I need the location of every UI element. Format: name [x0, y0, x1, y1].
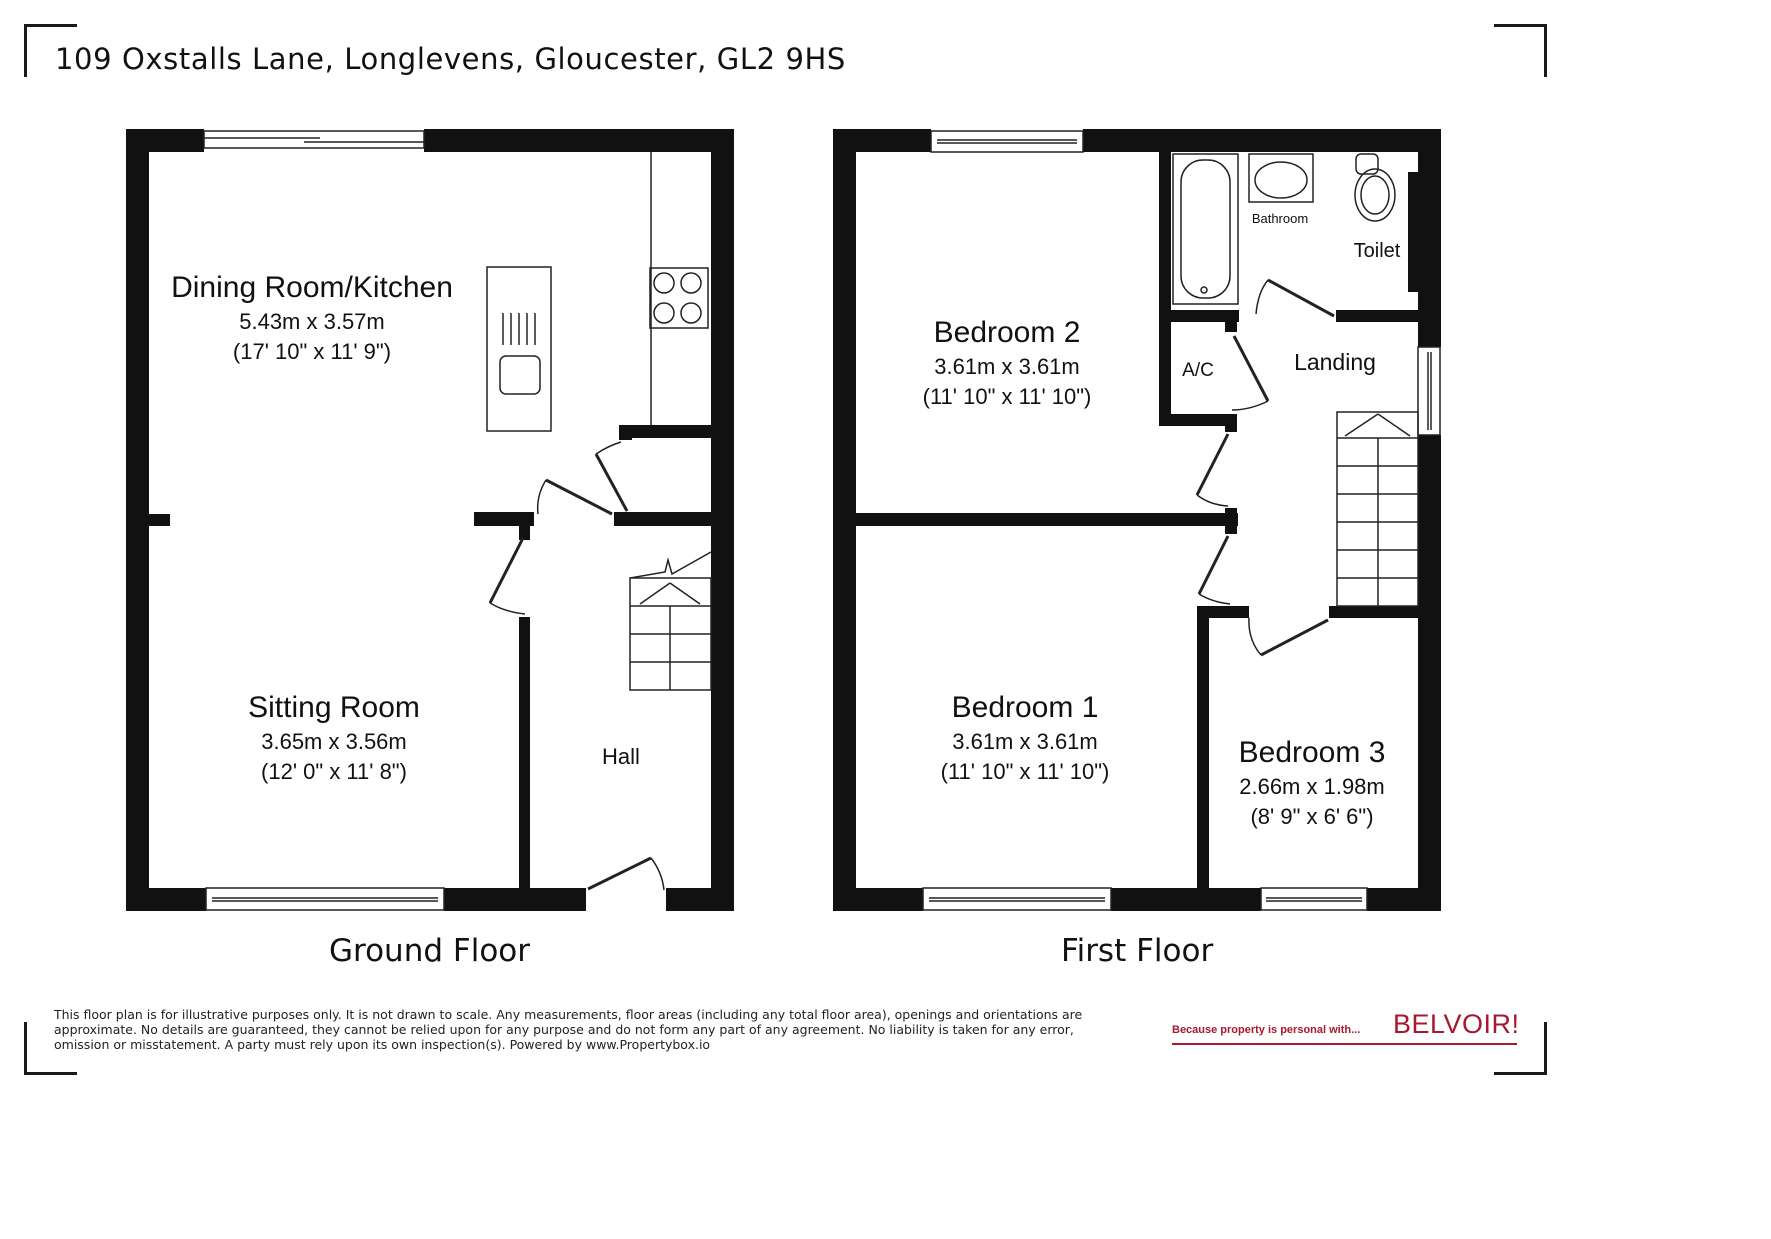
room-imperial-bedroom-1: (11' 10" x 11' 10") [941, 759, 1110, 784]
property-address-title: 109 Oxstalls Lane, Longlevens, Glouceste… [55, 42, 846, 76]
room-imperial-bedroom-3: (8' 9" x 6' 6") [1250, 804, 1373, 829]
room-name-dining-kitchen: Dining Room/Kitchen [171, 271, 453, 304]
room-metric-bedroom-3: 2.66m x 1.98m [1239, 774, 1385, 799]
kitchen-island-sink [486, 266, 552, 432]
room-imperial-dining-kitchen: (17' 10" x 11' 9") [233, 339, 391, 364]
first-floor-stairs [1336, 411, 1419, 607]
crop-mark-bottom-left [24, 1022, 77, 1075]
room-imperial-sitting-room: (12' 0" x 11' 8") [261, 759, 407, 784]
disclaimer-text: This floor plan is for illustrative purp… [54, 1007, 1083, 1052]
room-name-toilet: Toilet [1354, 240, 1401, 262]
ground-floor-windows [203, 130, 445, 911]
brand-logo: BELVOIR! [1393, 1009, 1520, 1039]
room-metric-bedroom-1: 3.61m x 3.61m [952, 729, 1098, 754]
ground-floor-doors [488, 453, 652, 891]
first-floor-walls [833, 129, 1441, 911]
kitchen-worktop [649, 152, 709, 425]
room-name-bedroom-3: Bedroom 3 [1239, 736, 1386, 769]
room-name-bathroom: Bathroom [1252, 211, 1308, 226]
first-floor-windows [922, 130, 1441, 911]
room-name-airing-cupboard: A/C [1182, 360, 1214, 381]
room-imperial-bedroom-2: (11' 10" x 11' 10") [923, 384, 1092, 409]
room-name-bedroom-2: Bedroom 2 [934, 316, 1081, 349]
first-floor-doors [1195, 278, 1335, 657]
room-metric-sitting-room: 3.65m x 3.56m [261, 729, 407, 754]
first-floor-door-swings [1196, 279, 1269, 656]
ground-floor-stairs [629, 551, 712, 691]
brand-tagline: Because property is personal with... [1172, 1024, 1361, 1036]
ground-floor-label: Ground Floor [329, 933, 531, 969]
room-name-hall: Hall [602, 744, 640, 769]
room-name-sitting-room: Sitting Room [248, 691, 420, 724]
ground-floor-door-swings [489, 441, 665, 891]
bathroom-fittings [1172, 153, 1396, 305]
crop-mark-bottom-right [1494, 1022, 1547, 1075]
room-name-landing: Landing [1294, 349, 1376, 375]
first-floor-label: First Floor [1061, 933, 1214, 969]
room-metric-dining-kitchen: 5.43m x 3.57m [239, 309, 385, 334]
brand-underline [1172, 1043, 1517, 1045]
floor-plan: Dining Room/Kitchen 5.43m x 3.57m (17' 1… [126, 129, 1441, 911]
room-name-bedroom-1: Bedroom 1 [952, 691, 1099, 724]
crop-mark-top-left [24, 24, 77, 77]
ground-floor-walls [126, 129, 734, 911]
room-metric-bedroom-2: 3.61m x 3.61m [934, 354, 1080, 379]
crop-mark-top-right [1494, 24, 1547, 77]
